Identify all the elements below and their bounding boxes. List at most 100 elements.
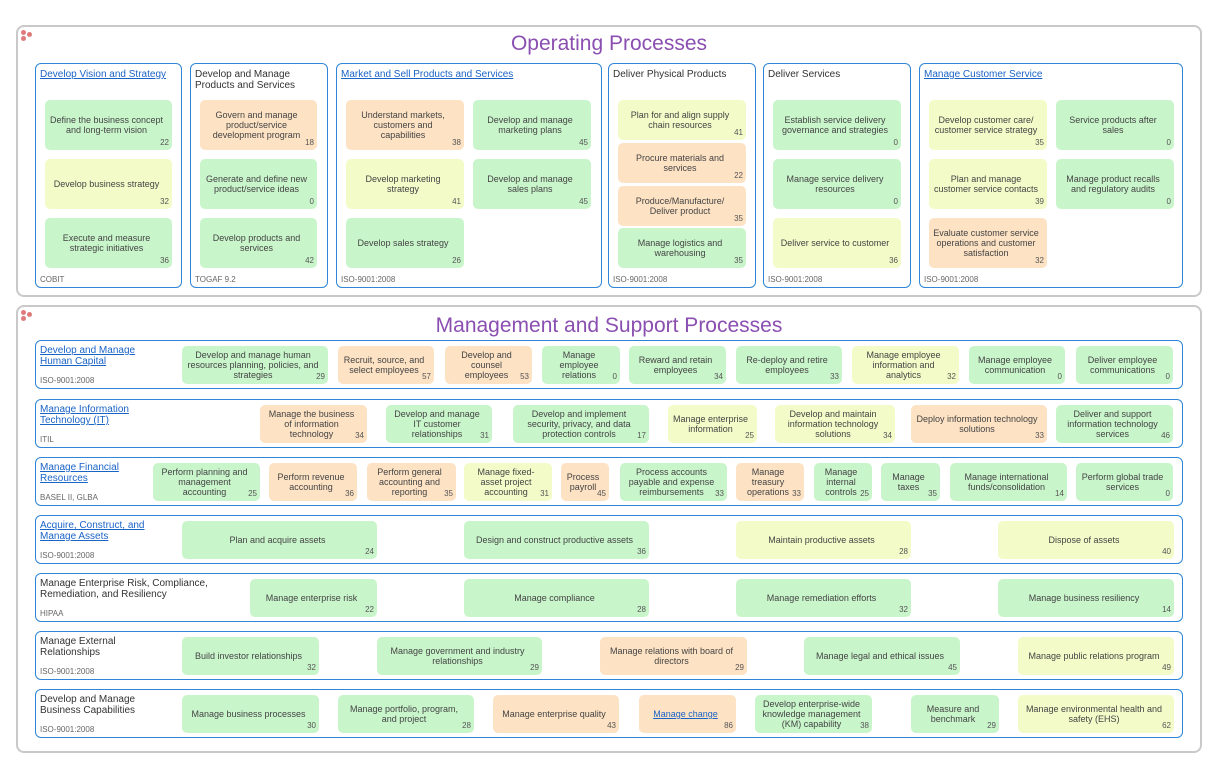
process-box[interactable]: Manage employee information and analytic… — [852, 346, 959, 384]
process-box[interactable]: Develop and maintain information technol… — [775, 405, 895, 443]
process-count: 38 — [860, 721, 869, 730]
process-box[interactable]: Plan and manage customer service contact… — [929, 159, 1047, 209]
process-box[interactable]: Develop and manage human resources plann… — [182, 346, 328, 384]
row-title[interactable]: Manage Financial Resources — [40, 462, 119, 484]
process-box[interactable]: Develop and manage IT customer relations… — [386, 405, 492, 443]
group-title[interactable]: Manage Customer Service — [924, 69, 1043, 80]
row-standard: ISO-9001:2008 — [40, 551, 95, 560]
process-box[interactable]: Define the business concept and long-ter… — [45, 100, 172, 150]
process-box[interactable]: Process accounts payable and expense rei… — [620, 463, 727, 501]
process-box[interactable]: Develop enterprise-wide knowledge manage… — [755, 695, 872, 733]
group-title[interactable]: Market and Sell Products and Services — [341, 69, 514, 80]
process-label: Re-deploy and retire employees — [746, 355, 828, 375]
process-box[interactable]: Deliver and support information technolo… — [1056, 405, 1173, 443]
panel-menu-icon[interactable] — [20, 29, 34, 41]
process-count: 36 — [160, 256, 169, 265]
process-box[interactable]: Plan for and align supply chain resource… — [618, 100, 746, 140]
panel-menu-icon[interactable] — [20, 309, 34, 321]
process-count: 0 — [893, 138, 898, 147]
process-box[interactable]: Generate and define new product/service … — [200, 159, 317, 209]
row-title[interactable]: Acquire, Construct, and Manage Assets — [40, 520, 145, 542]
process-count: 31 — [480, 431, 489, 440]
process-count: 34 — [355, 431, 364, 440]
process-box[interactable]: Manage environmental health and safety (… — [1018, 695, 1174, 733]
process-count: 30 — [307, 721, 316, 730]
process-label: Process payroll — [566, 472, 600, 492]
row-title[interactable]: Develop and Manage Human Capital — [40, 345, 136, 367]
process-box[interactable]: Manage relations with board of directors… — [600, 637, 747, 675]
process-count: 38 — [452, 138, 461, 147]
process-box[interactable]: Perform planning and management accounti… — [153, 463, 260, 501]
process-box[interactable]: Understand markets, customers and capabi… — [346, 100, 464, 150]
process-box[interactable]: Manage product recalls and regulatory au… — [1056, 159, 1174, 209]
process-count: 29 — [530, 663, 539, 672]
row-title[interactable]: Manage Information Technology (IT) — [40, 404, 129, 426]
process-box[interactable]: Execute and measure strategic initiative… — [45, 218, 172, 268]
process-box[interactable]: Govern and manage product/service develo… — [200, 100, 317, 150]
process-count: 32 — [947, 372, 956, 381]
process-box[interactable]: Develop and implement security, privacy,… — [513, 405, 649, 443]
process-label: Manage taxes — [892, 472, 925, 492]
process-count: 45 — [579, 138, 588, 147]
group-standard: ISO-9001:2008 — [341, 275, 396, 284]
process-count: 36 — [637, 547, 646, 556]
group-title[interactable]: Develop Vision and Strategy — [40, 69, 167, 80]
process-box[interactable]: Perform general accounting and reporting… — [367, 463, 456, 501]
process-box[interactable]: Evaluate customer service operations and… — [929, 218, 1047, 268]
process-count: 28 — [637, 605, 646, 614]
process-box[interactable]: Develop customer care/ customer service … — [929, 100, 1047, 150]
process-box[interactable]: Manage government and industry relations… — [377, 637, 542, 675]
process-box[interactable]: Establish service delivery governance an… — [773, 100, 901, 150]
process-box[interactable]: Manage the business of information techn… — [260, 405, 367, 443]
process-label: Manage relations with board of directors — [609, 646, 734, 666]
process-label: Manage business processes — [191, 709, 306, 719]
process-box[interactable]: Manage international funds/consolidation… — [950, 463, 1067, 501]
